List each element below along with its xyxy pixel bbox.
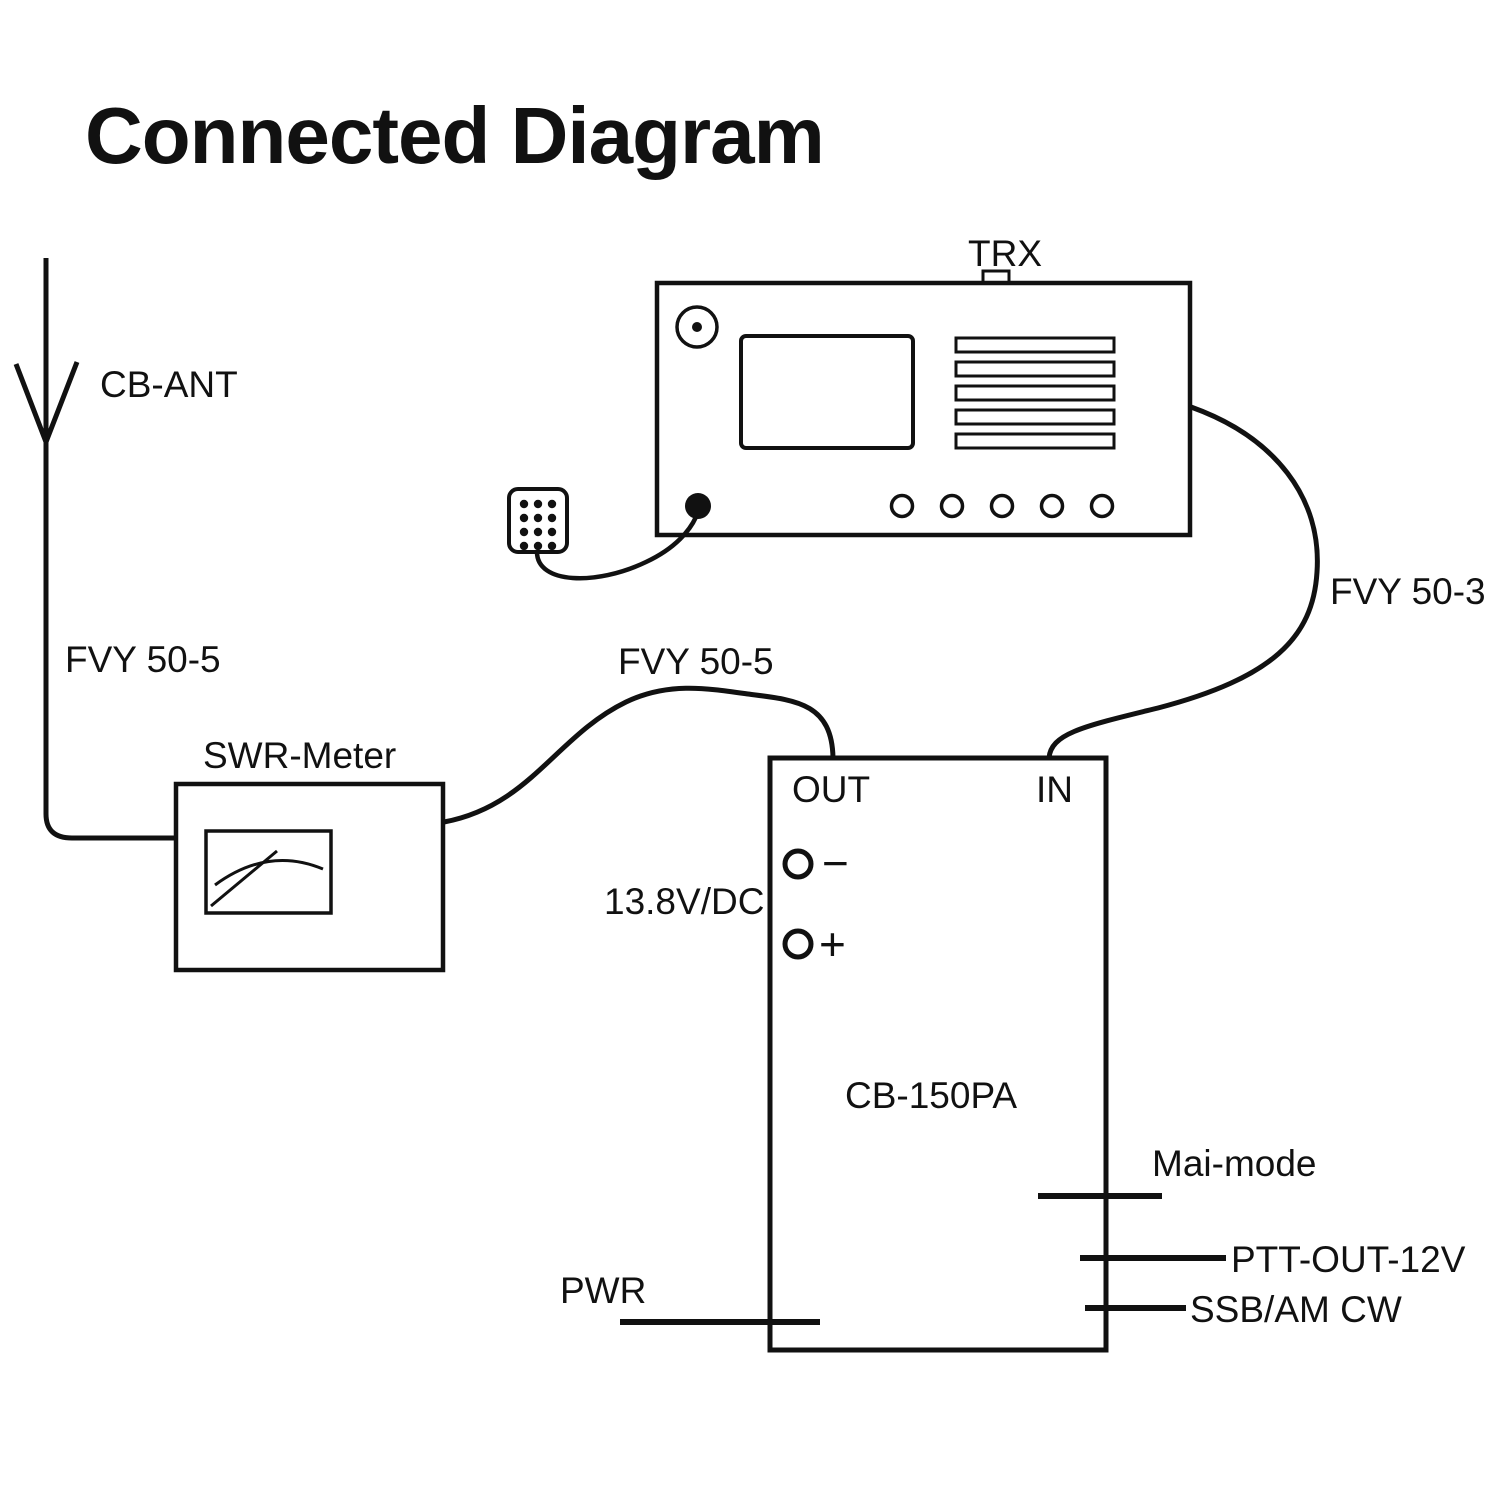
trx-buttons — [889, 493, 1115, 519]
trx-label: TRX — [968, 233, 1042, 274]
amplifier-box — [767, 755, 1109, 1353]
trx-speaker-grille-icon — [954, 336, 1116, 450]
amp-plus-sign: + — [819, 918, 846, 970]
amp-in-port-label: IN — [1036, 769, 1073, 810]
amp-plus-terminal-icon — [782, 928, 814, 960]
amp-minus-terminal-icon — [782, 848, 814, 880]
antenna-fan — [13, 361, 80, 443]
swr-meter-needle-icon — [210, 849, 278, 908]
swr-meter-scale-icon — [214, 858, 324, 887]
mai-mode-label: Mai-mode — [1152, 1143, 1317, 1184]
amp-model-label: CB-150PA — [845, 1075, 1017, 1116]
antenna-label: CB-ANT — [100, 364, 238, 405]
swr-meter-dial — [204, 829, 333, 915]
trx-device: TRX — [654, 233, 1193, 538]
cable-fvy50-3-label: FVY 50-3 — [1330, 571, 1486, 612]
antenna-symbol — [13, 258, 176, 841]
trx-display — [739, 334, 915, 450]
cable-fvy50-5-antenna-label: FVY 50-5 — [65, 639, 221, 680]
antenna-mast-and-cable — [43, 258, 176, 841]
cable-trx-to-amp — [1046, 404, 1320, 759]
mic-keypad-dots-icon — [519, 499, 557, 551]
microphone — [507, 487, 699, 581]
pwr-label: PWR — [560, 1270, 646, 1311]
trx-knob-dot-icon — [692, 322, 702, 332]
cable-fvy50-5-amp-label: FVY 50-5 — [618, 641, 774, 682]
swr-meter-label: SWR-Meter — [203, 735, 396, 776]
amplifier-device: OUT IN − + 13.8V/DC CB-150PA — [604, 755, 1109, 1353]
mic-cable — [534, 516, 699, 581]
ptt-out-label: PTT-OUT-12V — [1231, 1239, 1466, 1280]
amplifier-connections: Mai-mode PTT-OUT-12V SSB/AM CW PWR — [560, 1143, 1466, 1330]
amp-minus-sign: − — [822, 837, 849, 889]
ssb-am-cw-label: SSB/AM CW — [1190, 1289, 1402, 1330]
amp-out-port-label: OUT — [792, 769, 870, 810]
trx-mic-jack-icon — [685, 493, 711, 519]
cable-swr-to-amp — [443, 685, 836, 825]
swr-meter-device: SWR-Meter — [173, 735, 446, 973]
page-title: Connected Diagram — [85, 91, 824, 180]
amp-voltage-label: 13.8V/DC — [604, 881, 764, 922]
